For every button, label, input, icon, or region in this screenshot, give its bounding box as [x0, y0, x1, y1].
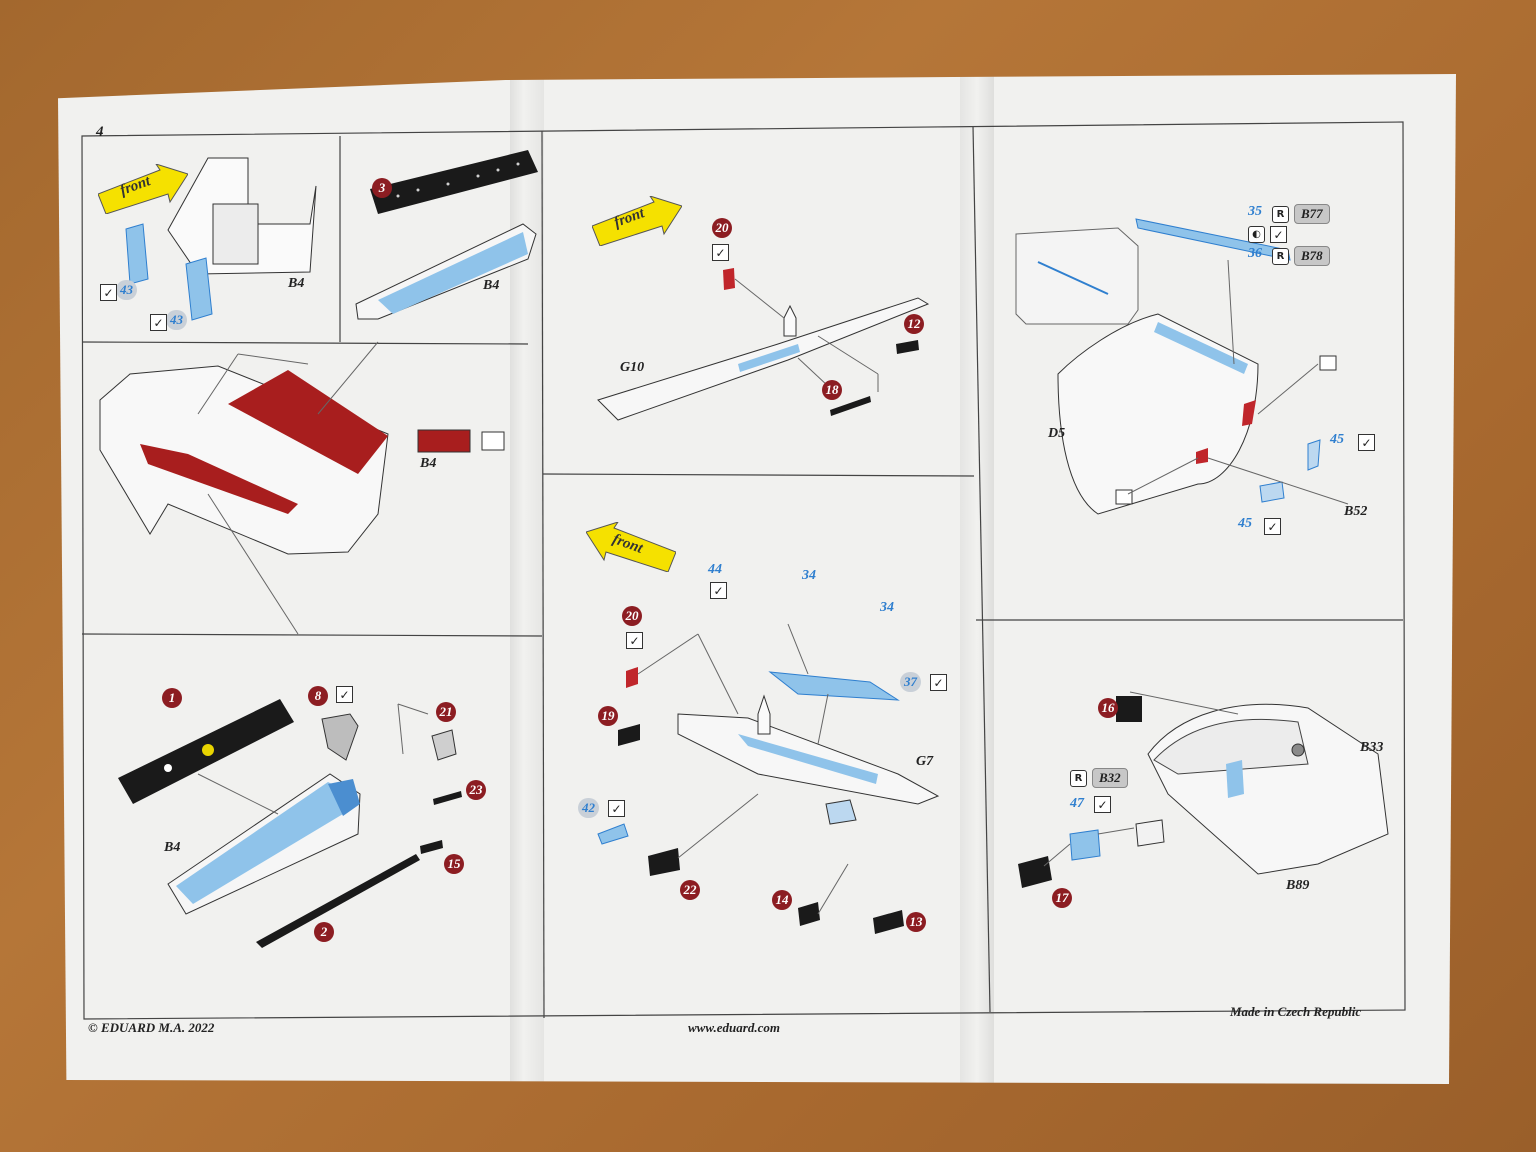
step-number: 16: [1098, 698, 1118, 718]
pe-part-number: 34: [802, 568, 816, 583]
paint-icon: ◐: [1248, 226, 1265, 243]
front-arrow: front: [591, 195, 683, 247]
instruction-sheet: front front front 4 © EDUARD M.A. 2022 w…: [58, 74, 1456, 1084]
resin-icon: R: [1272, 206, 1289, 223]
front-arrow-icon: [591, 195, 683, 247]
resin-icon: R: [1272, 248, 1289, 265]
part-label: B4: [164, 840, 181, 855]
step-number: 14: [772, 890, 792, 910]
instruction-diagrams: [81, 121, 1406, 1020]
part-label: B4: [288, 276, 305, 291]
front-arrow-icon: [585, 521, 677, 573]
check-icon: ✓: [626, 632, 643, 649]
step-number: 21: [436, 702, 456, 722]
pe-part-number: 43: [116, 280, 137, 300]
footer-website: www.eduard.com: [688, 1020, 780, 1035]
check-icon: ✓: [1270, 226, 1287, 243]
pe-part-number: 37: [900, 672, 921, 692]
resin-part-label: B77: [1294, 204, 1330, 224]
front-arrow-icon: [97, 163, 189, 215]
check-icon: ✓: [1264, 518, 1281, 535]
check-icon: ✓: [150, 314, 167, 331]
pe-part-number: 44: [708, 562, 722, 577]
part-label: B4: [420, 456, 437, 471]
front-arrow: front: [97, 163, 189, 215]
step-number: 20: [712, 218, 732, 238]
part-label: B89: [1286, 878, 1310, 893]
pe-part-number: 43: [166, 310, 187, 330]
pe-part-number: 34: [880, 600, 894, 615]
check-icon: ✓: [930, 674, 947, 691]
part-label: B33: [1360, 740, 1384, 755]
step-number: 20: [622, 606, 642, 626]
step-number: 19: [598, 706, 618, 726]
resin-part-label: B78: [1294, 246, 1330, 266]
part-label: G10: [620, 360, 645, 375]
part-label: B52: [1344, 504, 1368, 519]
footer-origin: Made in Czech Republic: [1230, 1004, 1362, 1019]
step-number: 2: [314, 922, 334, 942]
pe-part-number: 47: [1070, 796, 1084, 811]
pe-part-number: 42: [578, 798, 599, 818]
check-icon: ✓: [710, 582, 727, 599]
step-number: 3: [372, 178, 392, 198]
pe-part-number: 45: [1330, 432, 1344, 447]
resin-part-label: B32: [1092, 768, 1128, 788]
step-number: 8: [308, 686, 328, 706]
step-number: 18: [822, 380, 842, 400]
check-icon: ✓: [1358, 434, 1375, 451]
step-number: 12: [904, 314, 924, 334]
step-number: 15: [444, 854, 464, 874]
check-icon: ✓: [336, 686, 353, 703]
pe-part-number: 35: [1248, 204, 1262, 219]
check-icon: ✓: [712, 244, 729, 261]
step-number: 13: [906, 912, 926, 932]
page-number: 4: [96, 124, 104, 140]
part-label: B4: [483, 278, 500, 293]
front-arrow: front: [585, 521, 677, 573]
footer-copyright: © EDUARD M.A. 2022: [88, 1020, 215, 1035]
step-number: 23: [466, 780, 486, 800]
check-icon: ✓: [608, 800, 625, 817]
check-icon: ✓: [100, 284, 117, 301]
resin-icon: R: [1070, 770, 1087, 787]
step-number: 1: [162, 688, 182, 708]
pe-part-number: 36: [1248, 246, 1262, 261]
pe-part-number: 45: [1238, 516, 1252, 531]
part-label: D5: [1048, 426, 1066, 441]
step-number: 22: [680, 880, 700, 900]
part-label: G7: [916, 754, 934, 769]
check-icon: ✓: [1094, 796, 1111, 813]
step-number: 17: [1052, 888, 1072, 908]
